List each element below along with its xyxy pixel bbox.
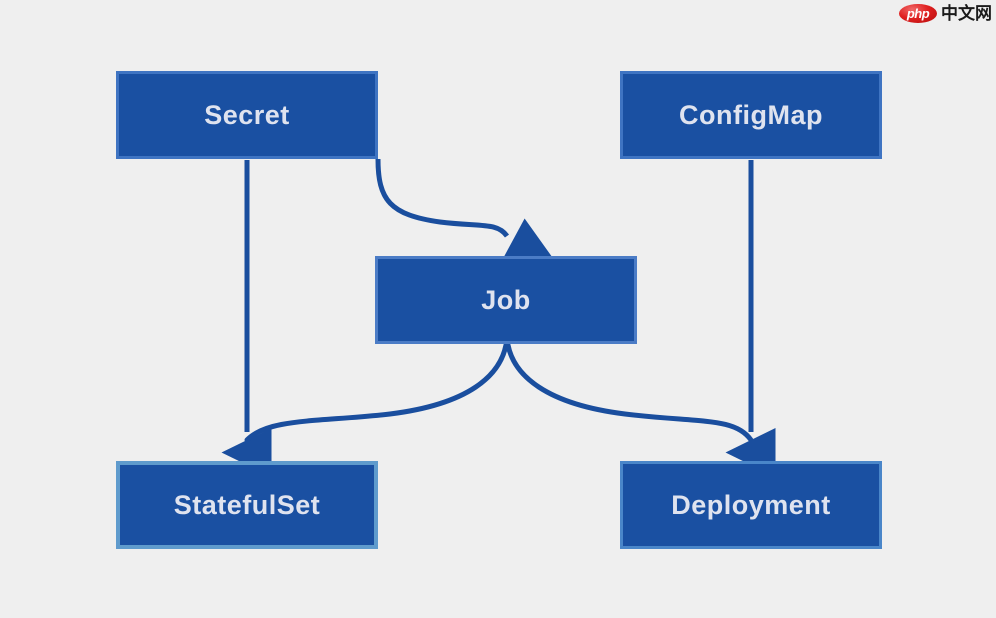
node-deployment[interactable]: Deployment [620, 461, 882, 549]
node-secret[interactable]: Secret [116, 71, 378, 159]
edge-job-to-deployment [505, 342, 754, 443]
node-job-label: Job [481, 284, 531, 315]
watermark: php 中文网 [899, 2, 992, 24]
node-configmap[interactable]: ConfigMap [620, 71, 882, 159]
php-logo-icon: php [899, 3, 937, 23]
node-configmap-label: ConfigMap [679, 99, 823, 130]
node-statefulset[interactable]: StatefulSet [116, 461, 378, 549]
watermark-label: 中文网 [941, 3, 992, 23]
node-statefulset-label: StatefulSet [173, 489, 321, 520]
edge-job-to-statefulset [244, 342, 509, 443]
node-secret-label: Secret [204, 99, 290, 130]
node-deployment-label: Deployment [671, 489, 831, 520]
node-job[interactable]: Job [375, 256, 637, 344]
edge-secret-to-job [375, 158, 554, 268]
